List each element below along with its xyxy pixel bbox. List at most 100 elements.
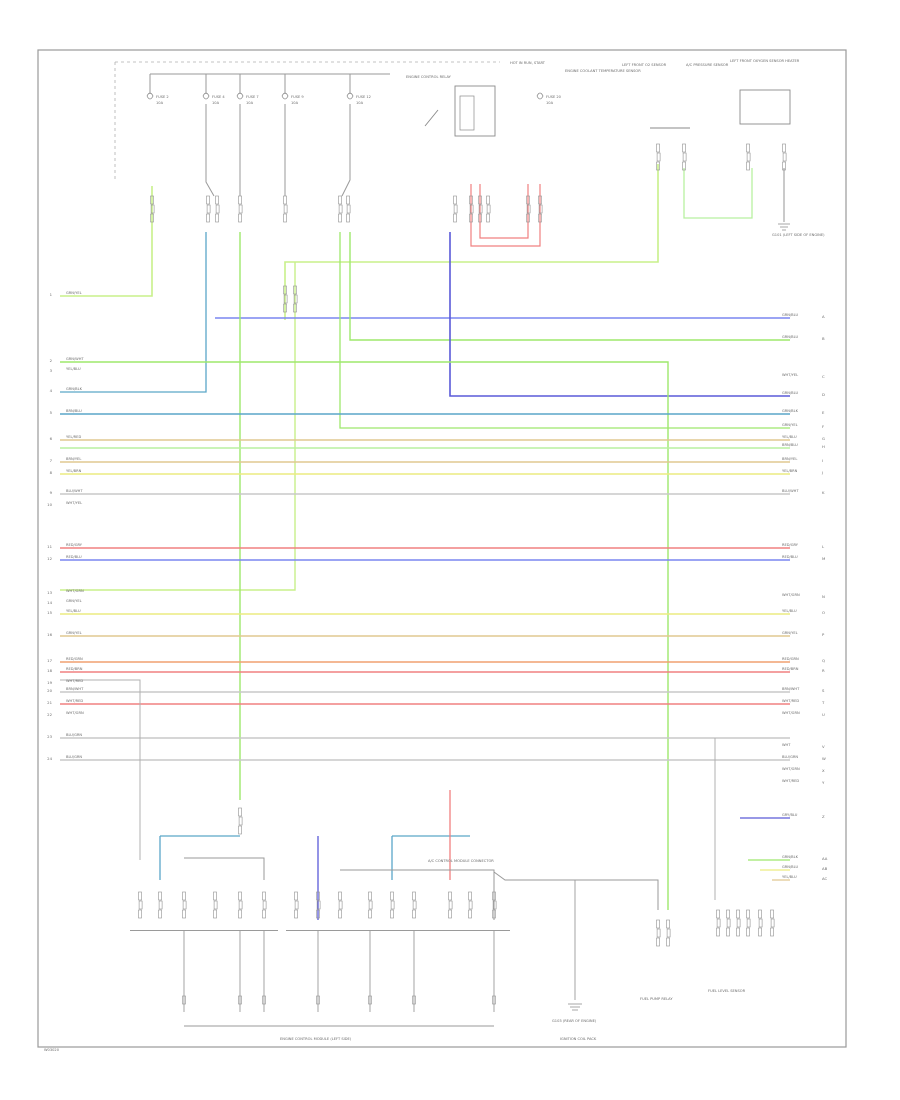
- sensor-connector: [736, 918, 741, 928]
- relay-connector: [656, 937, 660, 947]
- relay-label: ENGINE CONTROL RELAY: [406, 75, 452, 79]
- right-wire-pin: Q: [822, 658, 825, 663]
- relay-connector: [656, 928, 661, 938]
- relay-connector: [538, 204, 543, 214]
- inline-connector: [238, 807, 242, 817]
- right-wire-pin: D: [822, 392, 825, 397]
- module-wire: [184, 857, 265, 880]
- heater-body: [739, 89, 791, 125]
- right-wire-pin: U: [822, 712, 825, 717]
- right-wire-pin: O: [822, 610, 825, 615]
- left-wire-pin: 4: [50, 388, 53, 393]
- fuse-riser: [205, 104, 215, 197]
- fuse-connector: [215, 204, 220, 214]
- module-connector: [182, 900, 187, 910]
- sensor-connector: [746, 918, 751, 928]
- left-wire-pin: 21: [47, 700, 52, 705]
- fuse-riser: [341, 104, 351, 197]
- left-wire-pin: 14: [47, 600, 52, 605]
- sensor-connector: [758, 909, 762, 919]
- module-connector: [368, 900, 373, 910]
- fuse-icon: [281, 92, 289, 100]
- module-pin: [412, 995, 416, 1005]
- sensor-connector: [770, 909, 774, 919]
- left-wire-pin: 24: [47, 756, 52, 761]
- right-wire-code: YEL/BLU: [782, 435, 797, 439]
- right-wire-code: GRN/BLU: [782, 865, 798, 869]
- relay-connector: [526, 213, 530, 223]
- right-wire-code: RED/BRN: [782, 667, 799, 671]
- module-connector: [138, 900, 143, 910]
- module-pin: [182, 995, 186, 1005]
- fuse-connector: [338, 213, 342, 223]
- module-connector: [294, 891, 298, 901]
- right-wire-pin: L: [822, 544, 825, 549]
- right-wire-code: BRN/BLU: [782, 443, 798, 447]
- right-wire-code: WHT/GRN: [782, 767, 800, 771]
- right-wire-pin: E: [822, 410, 825, 415]
- relay-connector: [666, 937, 670, 947]
- sensor-connector: [746, 143, 750, 153]
- right-wire-pin: G: [822, 436, 825, 441]
- left-wire-code: GRN/YEL: [66, 291, 82, 295]
- right-wire-pin: H: [822, 444, 825, 449]
- left-wire-pin: 2: [50, 358, 53, 363]
- wire-layer: [60, 61, 790, 1027]
- module-connector: [262, 909, 266, 919]
- sensor-connector: [716, 909, 720, 919]
- module-edge: [286, 930, 510, 931]
- module-connector: [238, 909, 242, 919]
- left-wire-pin: 17: [47, 658, 52, 663]
- left-wire-code: GRN/YEL: [66, 631, 82, 635]
- right-wire-code: WHT: [782, 743, 791, 747]
- right-wire-code: WHT/RED: [782, 779, 799, 783]
- top-component-label: ENGINE COOLANT TEMPERATURE SENSOR: [565, 69, 641, 73]
- fuse-connector: [283, 204, 288, 214]
- right-wire-code: BLU/GRN: [782, 755, 798, 759]
- fuse-icon: [146, 92, 154, 100]
- right-wire-code: YEL/BRN: [782, 469, 798, 473]
- module-connector: [158, 909, 162, 919]
- relay-connector: [469, 204, 474, 214]
- fuse-icon: [202, 92, 210, 100]
- module-pin: [316, 995, 320, 1005]
- module-connector: [238, 891, 242, 901]
- left-wire-code: WHT/GRN: [66, 711, 84, 715]
- left-wire-pin: 20: [47, 688, 52, 693]
- left-wire-pin: 18: [47, 668, 52, 673]
- module-connector: [182, 909, 186, 919]
- left-wire-pin: 13: [47, 590, 52, 595]
- right-wire-code: WHT/GRN: [782, 593, 800, 597]
- module-connector: [412, 891, 416, 901]
- bottom-component-label: ENGINE CONTROL MODULE (LEFT SIDE): [280, 1037, 352, 1041]
- sensor-connector: [758, 927, 762, 937]
- right-wire-code: GRN/BLU: [782, 391, 798, 395]
- left-wire-pin: 22: [47, 712, 52, 717]
- module-wire: [493, 871, 659, 910]
- wire-grn: [339, 232, 790, 429]
- module-connector: [368, 891, 372, 901]
- left-wire-pin: 16: [47, 632, 52, 637]
- right-wire-pin: R: [822, 668, 825, 673]
- sensor-connector: [746, 161, 750, 171]
- fuse-label: FUSE 4: [212, 95, 225, 99]
- right-wire-pin: W: [822, 756, 826, 761]
- sensor-connector: [770, 918, 775, 928]
- left-wire-code: GRN/YEL: [66, 599, 82, 603]
- ground-label: G103 (REAR OF ENGINE): [552, 1019, 597, 1023]
- splice-connector: [283, 303, 287, 313]
- left-wire-code: YEL/RED: [66, 435, 81, 439]
- fuse-connector: [338, 195, 342, 205]
- sensor-connector: [782, 143, 786, 153]
- left-wire-pin: 15: [47, 610, 52, 615]
- module-connector: [213, 909, 217, 919]
- sensor-connector: [656, 143, 660, 153]
- module-connector: [390, 891, 394, 901]
- right-wire-code: BRN/YEL: [782, 457, 797, 461]
- relay-connector: [478, 213, 482, 223]
- module-connector: [448, 891, 452, 901]
- right-wire-code: BLU/WHT: [782, 489, 799, 493]
- left-wire-code: BRN/BLU: [66, 409, 82, 413]
- module-connector: [448, 900, 453, 910]
